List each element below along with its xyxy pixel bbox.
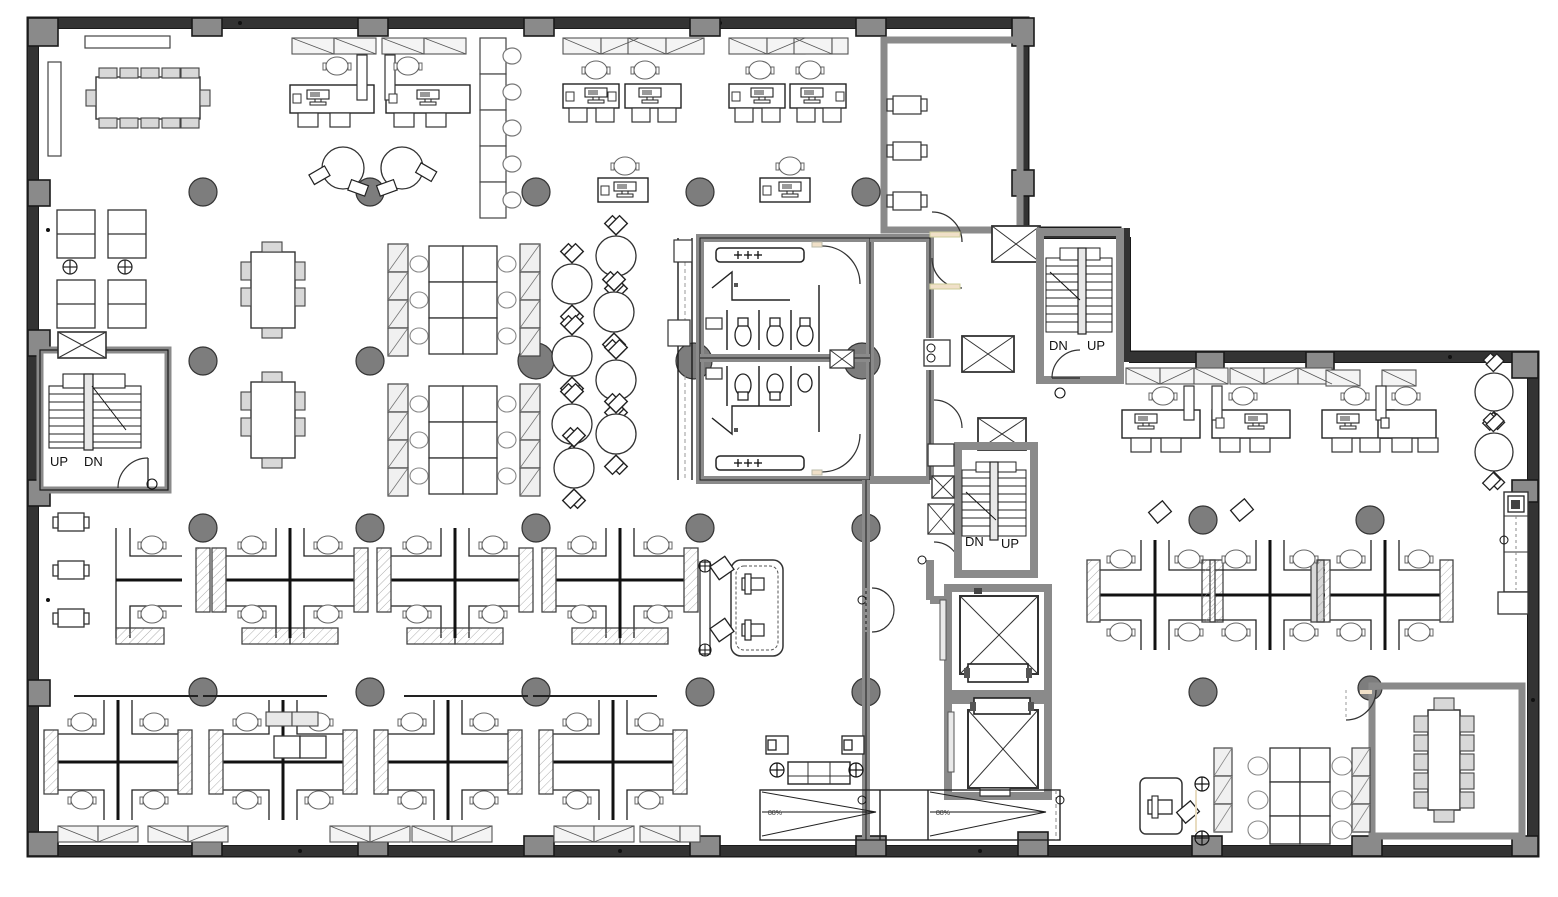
workstation-group-north-center <box>562 37 849 203</box>
stair-label-up-south: UP <box>1001 536 1019 551</box>
perimeter-glazing <box>57 825 701 843</box>
restroom-core <box>667 234 874 484</box>
elevator-core <box>939 225 1052 800</box>
cubicle-pods-east <box>1086 497 1454 650</box>
conference-room-northwest <box>47 35 211 157</box>
corridor-walls-center <box>862 234 952 840</box>
long-tables-west <box>240 241 306 469</box>
stair-label-up: UP <box>50 454 68 469</box>
cubicle-pods-west-row1 <box>115 528 699 645</box>
cafeteria-center <box>387 214 637 510</box>
office-northeast-small <box>880 36 1024 234</box>
stair-core-south: DN UP <box>954 442 1038 578</box>
stair-label-dn-east: DN <box>1049 338 1068 353</box>
stair-label-dn-south: DN <box>965 534 984 549</box>
pantry-east <box>1474 352 1529 615</box>
workstation-group-north-left <box>289 37 471 128</box>
entry-storefront-south: 88% 88% <box>759 789 1065 841</box>
structural-column <box>188 177 1385 707</box>
reception-lounge-south <box>698 555 865 785</box>
bench-tables-southeast <box>1139 747 1371 846</box>
stair-label-dn: DN <box>84 454 103 469</box>
stair-label-up-east: UP <box>1087 338 1105 353</box>
round-meeting-tables-north <box>308 146 438 197</box>
svg-text:88%: 88% <box>936 810 950 817</box>
workstation-group-east-north <box>1121 367 1439 453</box>
service-closets <box>923 339 955 535</box>
cubicle-pods-west-row2 <box>43 695 688 820</box>
file-cabinets-west <box>52 512 90 628</box>
lounge-seating-west <box>56 209 147 329</box>
svg-text:88%: 88% <box>768 810 782 817</box>
conference-room-southeast <box>1345 682 1526 840</box>
bench-seating-north <box>479 37 522 219</box>
corridor-doors <box>857 211 963 805</box>
stair-southwest: UP DN <box>36 331 172 494</box>
stair-core-east: DN UP <box>1036 228 1124 399</box>
